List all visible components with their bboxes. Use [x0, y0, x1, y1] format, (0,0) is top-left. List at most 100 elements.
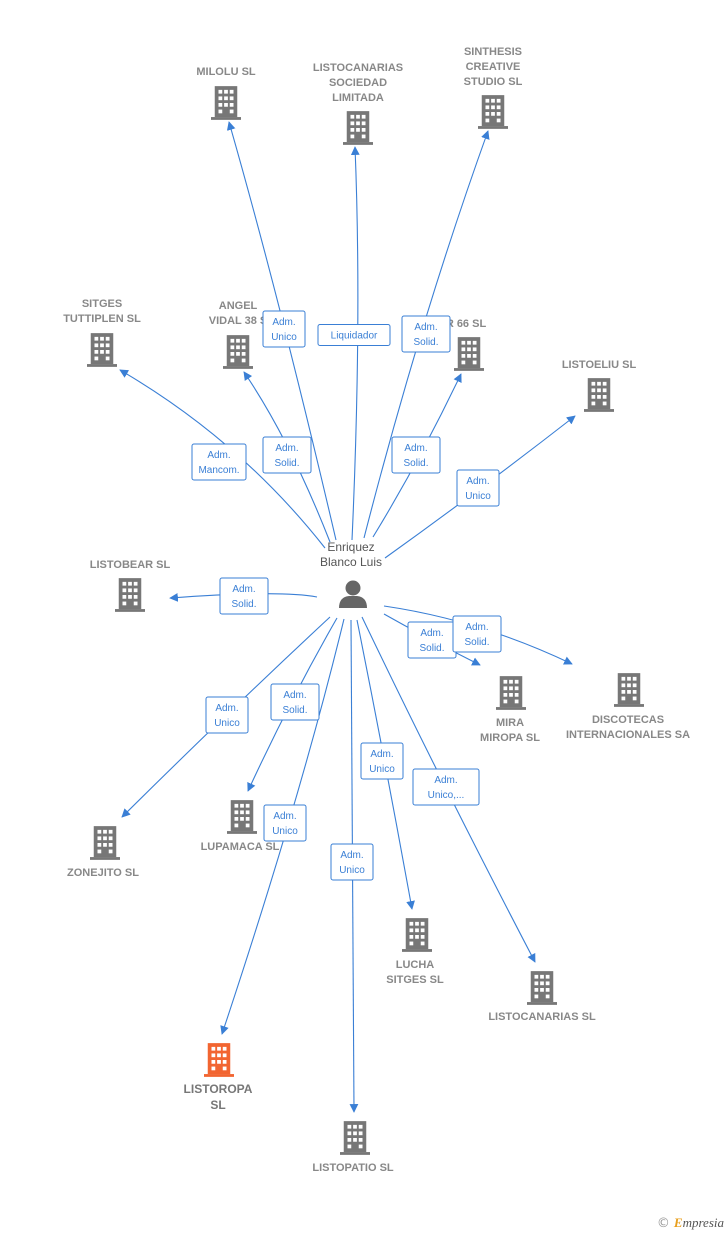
- role-text: Unico,...: [428, 790, 465, 801]
- company-label-line: CREATIVE: [466, 61, 521, 73]
- role-text: Adm.: [404, 443, 427, 454]
- center-person[interactable]: Enriquez Blanco Luis: [320, 540, 382, 608]
- company-label-line: MIROPA SL: [480, 732, 540, 744]
- brand-initial: E: [673, 1215, 683, 1230]
- building-icon: [496, 676, 526, 710]
- role-badge-box: [205, 696, 249, 734]
- role-text: Adm.: [420, 628, 443, 639]
- role-badge-zonejito[interactable]: Adm. Unico: [205, 696, 249, 734]
- role-text: Adm.: [275, 443, 298, 454]
- role-badge-synthesis[interactable]: Adm.Solid.: [401, 315, 451, 353]
- role-text: Adm.: [283, 690, 306, 701]
- role-text: Solid.: [274, 458, 299, 469]
- company-label-line: LISTOROPA: [184, 1082, 253, 1096]
- role-text: Adm.: [370, 749, 393, 760]
- role-text: Adm.: [272, 317, 295, 328]
- role-text: Solid.: [464, 637, 489, 648]
- role-text: Unico: [271, 332, 297, 343]
- company-node-r66[interactable]: R 66 SL: [446, 318, 487, 371]
- copyright-icon: ©: [656, 1216, 670, 1231]
- role-badge-box: [401, 315, 451, 353]
- role-badge-box: [456, 469, 500, 507]
- role-badge-lupamaca[interactable]: Adm.Solid.: [270, 683, 320, 721]
- role-badge-box: [412, 768, 480, 806]
- building-icon: [584, 378, 614, 412]
- company-label-line: MILOLU SL: [196, 66, 256, 78]
- role-text: Liquidador: [331, 331, 378, 342]
- role-text: Adm.: [466, 476, 489, 487]
- role-badge-listocanarias-limitada[interactable]: Liquidador: [317, 324, 391, 346]
- role-text: Adm.: [232, 584, 255, 595]
- building-icon: [340, 1121, 370, 1155]
- role-badge-r66[interactable]: Adm. Solid.: [391, 436, 441, 474]
- building-icon: [90, 826, 120, 860]
- role-badge-lucha-sitges[interactable]: Adm.Unico: [360, 742, 404, 780]
- company-label-line: LIMITADA: [332, 92, 384, 104]
- building-icon: [454, 337, 484, 371]
- role-badge-box: [191, 443, 247, 481]
- company-label-line: MIRA: [496, 717, 524, 729]
- role-text: Adm.: [207, 450, 230, 461]
- company-label-line: SITGES: [82, 298, 122, 310]
- role-badge-box: [360, 742, 404, 780]
- building-icon: [527, 971, 557, 1005]
- building-icon: [87, 333, 117, 367]
- company-label-line: SITGES SL: [386, 974, 444, 986]
- role-badge-angel-vidal[interactable]: Adm. Solid.: [262, 436, 312, 474]
- role-text: Adm.: [273, 811, 296, 822]
- role-badge-milolu[interactable]: Adm. Unico: [262, 310, 306, 348]
- role-text: Adm.: [215, 703, 238, 714]
- company-label-line: STUDIO SL: [464, 76, 523, 88]
- company-node-listoeliu[interactable]: LISTOELIU SL: [562, 359, 637, 412]
- role-text: Solid.: [231, 599, 256, 610]
- role-badge-discotecas[interactable]: Adm. Solid.: [452, 615, 502, 653]
- role-badge-sitges-tuttiplen[interactable]: Adm.Mancom.: [191, 443, 247, 481]
- building-icon: [115, 578, 145, 612]
- company-node-listobear[interactable]: LISTOBEAR SL: [90, 559, 171, 612]
- role-badge-listopatio[interactable]: Adm.Unico: [330, 843, 374, 881]
- role-text: Solid.: [403, 458, 428, 469]
- footer-brand: ©Empresia: [657, 1215, 724, 1231]
- role-badge-listoropa[interactable]: Adm.Unico: [263, 804, 307, 842]
- building-icon: [402, 918, 432, 952]
- company-node-lupamaca[interactable]: LUPAMACA SL: [201, 800, 280, 853]
- building-icon: [614, 673, 644, 707]
- building-icon: [223, 335, 253, 369]
- company-node-zonejito[interactable]: ZONEJITO SL: [67, 826, 139, 879]
- company-label-line: ANGEL: [219, 300, 258, 312]
- role-text: Adm.: [465, 622, 488, 633]
- company-node-listopatio[interactable]: LISTOPATIO SL: [312, 1121, 394, 1174]
- role-text: Solid.: [413, 337, 438, 348]
- role-badge-mira-miropa[interactable]: Adm. Solid.: [407, 621, 457, 659]
- role-text: Unico: [339, 865, 365, 876]
- building-icon: [211, 86, 241, 120]
- company-label-line: ZONEJITO SL: [67, 867, 139, 879]
- role-badge-listobear[interactable]: Adm. Solid.: [219, 577, 269, 615]
- company-node-listocanarias-sl[interactable]: LISTOCANARIAS SL: [488, 971, 596, 1023]
- role-text: Solid.: [419, 643, 444, 654]
- role-badge-box: [262, 436, 312, 474]
- company-label-line: LISTOELIU SL: [562, 359, 637, 371]
- company-node-milolu[interactable]: MILOLU SL: [196, 66, 256, 120]
- role-badge-box: [330, 843, 374, 881]
- center-name-line-1: Enriquez: [327, 540, 374, 554]
- company-node-lucha-sitges[interactable]: LUCHA SITGES SL: [386, 918, 444, 986]
- role-text: Unico: [214, 718, 240, 729]
- role-badge-listoeliu[interactable]: Adm.Unico: [456, 469, 500, 507]
- person-icon: [339, 580, 367, 608]
- role-badge-listocanarias-sl[interactable]: Adm.Unico,...: [412, 768, 480, 806]
- company-label-line: DISCOTECAS: [592, 714, 664, 726]
- building-icon: [478, 95, 508, 129]
- company-node-mira-miropa[interactable]: MIRA MIROPA SL: [480, 676, 540, 744]
- company-label-line: LUCHA: [396, 959, 435, 971]
- role-badge-box: [452, 615, 502, 653]
